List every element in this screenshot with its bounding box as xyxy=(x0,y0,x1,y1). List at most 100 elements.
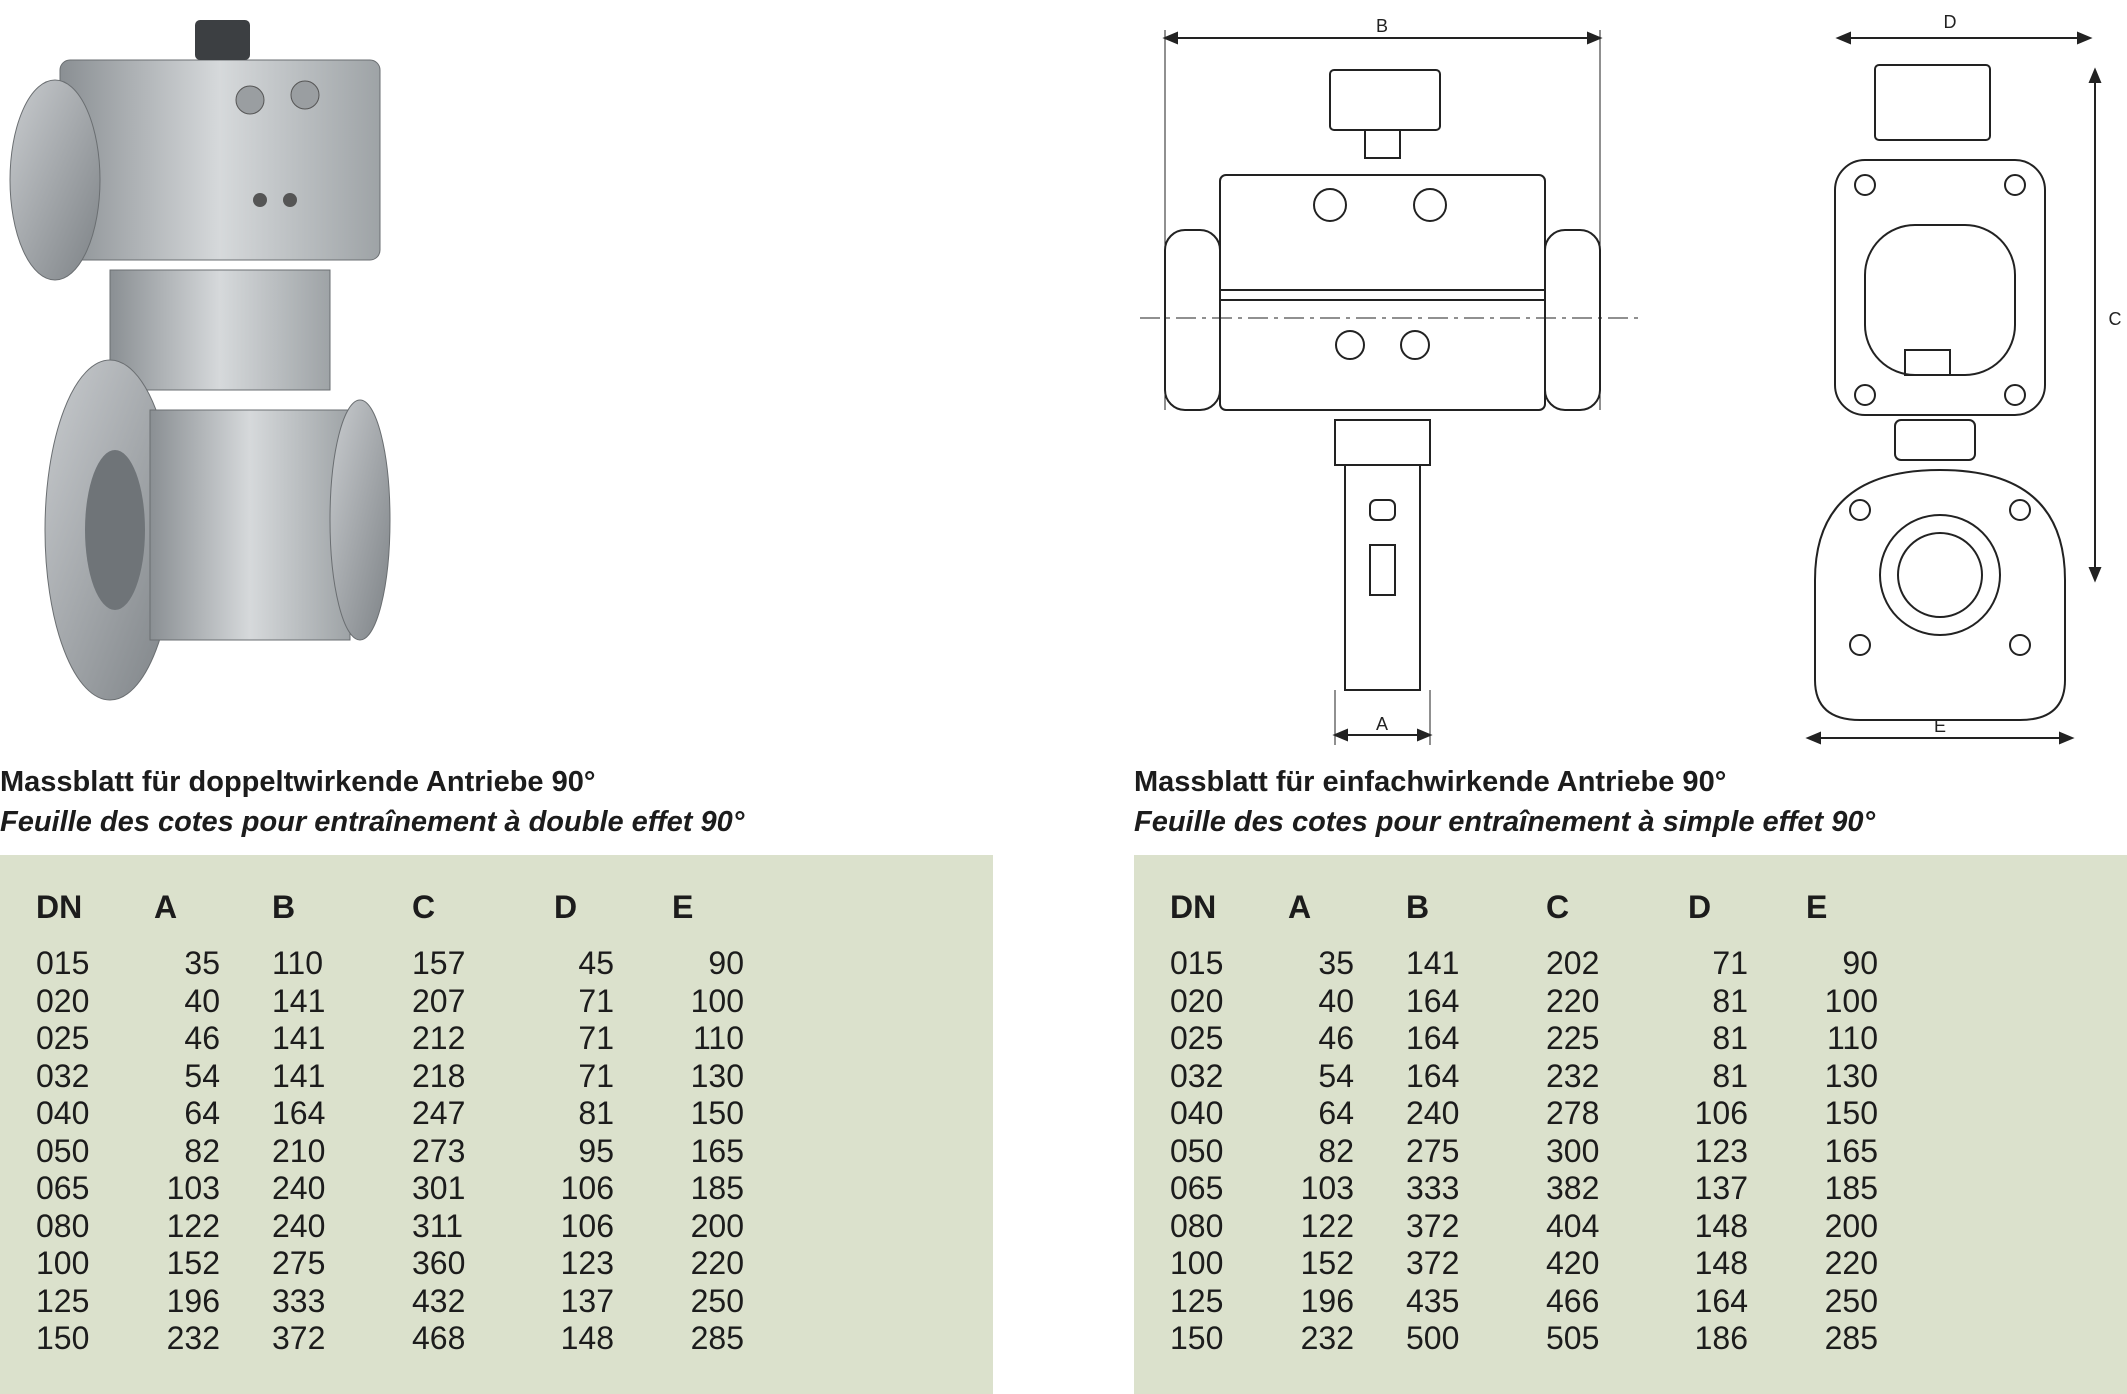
table-cell: 040 xyxy=(36,1095,90,1131)
table-cell: 247 xyxy=(412,1095,466,1131)
table-cell: 130 xyxy=(690,1057,744,1094)
table-cell: 050 xyxy=(36,1132,90,1169)
col-header: C xyxy=(412,889,436,925)
table-cell: 150 xyxy=(1170,1320,1224,1356)
table-cell: 82 xyxy=(184,1132,220,1169)
valve-actuator-photo xyxy=(9,20,391,701)
table-cell: 032 xyxy=(1170,1057,1224,1094)
table-cell: 273 xyxy=(412,1132,466,1169)
table-cell: 123 xyxy=(1694,1132,1748,1169)
table-cell: 81 xyxy=(578,1095,614,1131)
table-cell: 150 xyxy=(690,1095,744,1131)
table-cell: 240 xyxy=(1406,1095,1460,1131)
table-header-row: DN A B C D E xyxy=(1170,877,1886,945)
col-header: C xyxy=(1546,889,1570,925)
table-cell: 106 xyxy=(560,1207,614,1244)
table-cell: 505 xyxy=(1546,1320,1600,1356)
col-header: E xyxy=(1806,889,1828,925)
table-cell: 435 xyxy=(1406,1282,1460,1319)
table-cell: 240 xyxy=(272,1170,326,1206)
table-cell: 185 xyxy=(690,1170,744,1206)
table-cell: 81 xyxy=(1712,1057,1748,1094)
table-cell: 301 xyxy=(412,1170,466,1206)
table-cell: 240 xyxy=(272,1207,326,1244)
table-cell: 500 xyxy=(1406,1320,1460,1356)
table-cell: 54 xyxy=(184,1057,220,1094)
table-cell: 232 xyxy=(166,1320,220,1356)
table-cell: 100 xyxy=(1170,1245,1224,1281)
table-cell: 080 xyxy=(1170,1207,1224,1244)
right-heading: Massblatt für einfachwirkende Antriebe 9… xyxy=(1134,762,1875,842)
table-cell: 020 xyxy=(36,982,90,1019)
table-cell: 54 xyxy=(1318,1057,1354,1094)
table-cell: 106 xyxy=(560,1170,614,1206)
table-cell: 152 xyxy=(1300,1245,1354,1281)
table-cell: 90 xyxy=(708,945,744,981)
table-cell: 210 xyxy=(272,1132,326,1169)
dim-a-label: A xyxy=(1376,714,1388,734)
table-cell: 020 xyxy=(1170,982,1224,1019)
table-cell: 200 xyxy=(690,1207,744,1244)
table-cell: 065 xyxy=(1170,1170,1224,1206)
table-cell: 220 xyxy=(690,1245,744,1281)
col-header: A xyxy=(154,889,178,925)
right-title-de: Massblatt für einfachwirkende Antriebe 9… xyxy=(1134,766,1727,798)
table-cell: 165 xyxy=(690,1132,744,1169)
table-cell: 232 xyxy=(1546,1057,1600,1094)
table-cell: 157 xyxy=(412,945,466,981)
table-cell: 164 xyxy=(1694,1282,1748,1319)
table-cell: 164 xyxy=(1406,1057,1460,1094)
table-cell: 250 xyxy=(1824,1282,1878,1319)
table-cell: 220 xyxy=(1824,1245,1878,1281)
table-cell: 122 xyxy=(1300,1207,1354,1244)
table-cell: 100 xyxy=(690,982,744,1019)
table-cell: 152 xyxy=(166,1245,220,1281)
table-cell: 141 xyxy=(272,1020,326,1056)
table-cell: 025 xyxy=(1170,1020,1224,1056)
table-cell: 110 xyxy=(272,945,324,981)
dim-e-label: E xyxy=(1934,716,1946,736)
dim-c-label: C xyxy=(2109,309,2122,329)
table-cell: 218 xyxy=(412,1057,466,1094)
right-title-fr: Feuille des cotes pour entraînement à si… xyxy=(1134,806,1876,838)
table-cell: 333 xyxy=(272,1282,326,1319)
table-cell: 025 xyxy=(36,1020,90,1056)
table-cell: 311 xyxy=(412,1207,464,1244)
table-cell: 141 xyxy=(272,1057,326,1094)
table-cell: 065 xyxy=(36,1170,90,1206)
table-cell: 71 xyxy=(578,1057,614,1094)
table-cell: 103 xyxy=(1300,1170,1354,1206)
table-cell: 220 xyxy=(1546,982,1600,1019)
table-cell: 032 xyxy=(36,1057,90,1094)
table-cell: 40 xyxy=(1318,982,1354,1019)
col-header: DN xyxy=(1170,889,1217,925)
table-cell: 382 xyxy=(1546,1170,1600,1206)
table-row: 032 54 141 218 71 130 xyxy=(36,1058,752,1096)
table-cell: 148 xyxy=(1694,1245,1748,1281)
table-cell: 148 xyxy=(560,1320,614,1356)
col-header: B xyxy=(272,889,296,925)
table-cell: 125 xyxy=(1170,1282,1224,1319)
col-header: DN xyxy=(36,889,83,925)
front-view-drawing: B A xyxy=(1140,16,1640,745)
table-cell: 164 xyxy=(1406,1020,1460,1056)
table-cell: 164 xyxy=(1406,982,1460,1019)
table-cell: 372 xyxy=(1406,1245,1460,1281)
table-cell: 40 xyxy=(184,982,220,1019)
table-cell: 202 xyxy=(1546,945,1600,981)
table-cell: 106 xyxy=(1694,1095,1748,1131)
table-cell: 275 xyxy=(272,1245,326,1281)
table-cell: 71 xyxy=(1712,945,1748,981)
table-cell: 125 xyxy=(36,1282,90,1319)
